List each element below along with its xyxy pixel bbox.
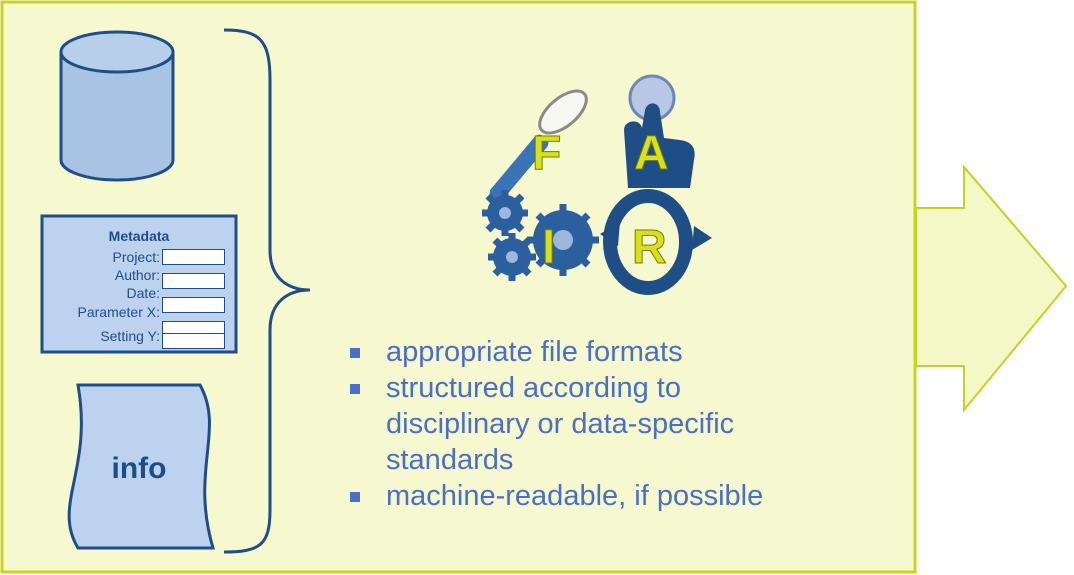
metadata-label-setting-y: Setting Y: xyxy=(100,328,160,344)
bullet-square-icon xyxy=(350,384,360,394)
database-icon xyxy=(59,30,175,182)
cycle-arrows-icon xyxy=(600,189,712,295)
bullet-text: machine-readable, if possible xyxy=(386,480,764,512)
metadata-field-date xyxy=(162,297,225,313)
bullet-item: machine-readable, if possible xyxy=(344,478,904,514)
bullet-text: structured according to disciplinary or … xyxy=(386,372,735,476)
bullet-square-icon xyxy=(350,492,360,502)
metadata-label-project: Project: xyxy=(112,249,160,265)
info-label: info xyxy=(111,452,167,485)
fair-letter-f: F xyxy=(531,127,562,181)
metadata-field-author xyxy=(162,273,225,289)
info-document xyxy=(67,383,216,550)
gears-icon xyxy=(482,190,599,281)
hand-click-icon xyxy=(624,74,695,188)
metadata-label-parameter-x: Parameter X: xyxy=(77,304,160,320)
bullet-item: appropriate file formats xyxy=(344,334,904,370)
bullet-square-icon xyxy=(350,348,360,358)
curly-brace xyxy=(223,28,311,554)
bullet-item: structured according to disciplinary or … xyxy=(344,370,904,478)
metadata-field-setting-y xyxy=(162,333,225,349)
bullet-list: appropriate file formats structured acco… xyxy=(344,334,904,514)
metadata-label-author: Author: xyxy=(114,267,160,283)
magnifier-icon xyxy=(489,89,588,202)
metadata-title: Metadata xyxy=(108,228,170,244)
bullet-text: appropriate file formats xyxy=(386,336,683,368)
fair-letter-a: A xyxy=(634,127,670,181)
metadata-label-date: Date: xyxy=(126,285,160,301)
fair-letter-r: R xyxy=(632,221,668,275)
right-arrow-icon xyxy=(915,164,1068,413)
metadata-field-project xyxy=(162,249,225,265)
fair-letter-i: I xyxy=(541,221,556,275)
